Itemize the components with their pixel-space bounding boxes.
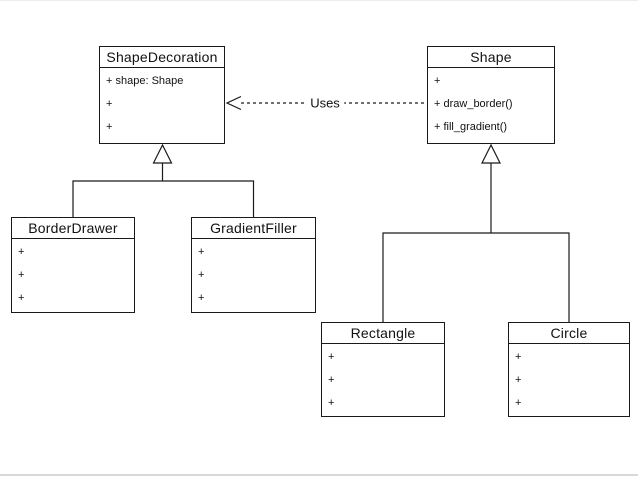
class-title: Shape — [428, 47, 554, 68]
class-box-circle: Circle + + + — [508, 322, 630, 417]
class-box-gradientfiller: GradientFiller + + + — [191, 217, 316, 313]
class-box-shape: Shape + + draw_border() + fill_gradient(… — [427, 46, 555, 144]
class-member: + — [106, 121, 113, 133]
top-edge-rule — [0, 0, 638, 1]
class-title: ShapeDecoration — [100, 47, 224, 68]
class-member: + shape: Shape — [106, 75, 184, 87]
class-member: + — [328, 351, 335, 363]
bottom-edge-rule — [0, 474, 638, 476]
class-member-list: + + draw_border() + fill_gradient() — [428, 68, 554, 139]
generalization-connector-shapedecoration — [72, 143, 255, 217]
class-member: + — [198, 246, 205, 258]
class-member-list: + + + — [322, 344, 444, 415]
class-box-shapedecoration: ShapeDecoration + shape: Shape + + — [99, 46, 225, 144]
class-member: + — [515, 397, 522, 409]
hollow-triangle-arrowhead-icon — [152, 143, 173, 164]
class-member: + — [328, 397, 335, 409]
class-member: + — [515, 351, 522, 363]
class-member-list: + + + — [509, 344, 629, 415]
generalization-lines — [72, 163, 255, 217]
class-member: + draw_border() — [434, 98, 513, 110]
class-member: + — [18, 246, 25, 258]
class-member: + — [434, 75, 441, 87]
open-arrowhead-icon — [225, 95, 242, 111]
class-member-list: + + + — [192, 239, 315, 310]
uses-relationship-label: Uses — [306, 95, 344, 111]
class-member: + — [18, 292, 25, 304]
class-box-borderdrawer: BorderDrawer + + + — [11, 217, 135, 313]
class-title: BorderDrawer — [12, 218, 134, 239]
generalization-lines — [382, 163, 570, 322]
class-title: Rectangle — [322, 323, 444, 344]
class-member: + — [106, 98, 113, 110]
hollow-triangle-arrowhead-icon — [481, 143, 501, 164]
class-member-list: + shape: Shape + + — [100, 68, 224, 139]
class-member: + fill_gradient() — [434, 121, 508, 133]
class-member: + — [18, 269, 25, 281]
class-box-rectangle: Rectangle + + + — [321, 322, 445, 417]
generalization-connector-shape — [382, 143, 570, 322]
class-member: + — [515, 374, 522, 386]
class-member: + — [198, 292, 205, 304]
class-title: GradientFiller — [192, 218, 315, 239]
class-member: + — [198, 269, 205, 281]
class-title: Circle — [509, 323, 629, 344]
class-member: + — [328, 374, 335, 386]
class-member-list: + + + — [12, 239, 134, 310]
